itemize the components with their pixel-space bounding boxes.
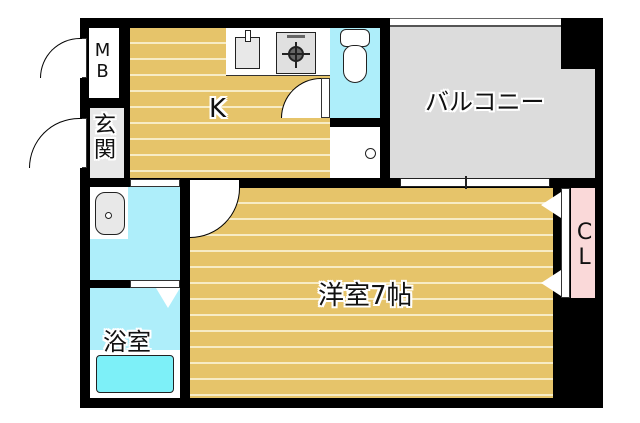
closet-door-triangle-bottom xyxy=(541,270,561,296)
bathroom-door-frame xyxy=(130,280,180,288)
washbasin-drain-icon xyxy=(105,212,112,219)
bathtub-icon xyxy=(96,355,174,393)
closet-door-triangle-top xyxy=(541,192,561,218)
stove-cross-v xyxy=(295,42,297,68)
sink-icon xyxy=(235,37,260,69)
balcony-window-divider xyxy=(465,176,467,189)
western-room-label: 洋室7帖 xyxy=(318,281,413,311)
entrance-door-swing xyxy=(29,118,82,168)
entrance-label: 玄関 xyxy=(94,113,117,164)
closet-door-track xyxy=(561,188,570,298)
closet-label: CL xyxy=(572,220,597,270)
bathroom-label: 浴室 xyxy=(103,328,151,356)
balcony xyxy=(390,27,595,178)
faucet-icon xyxy=(245,30,251,42)
mb-closet xyxy=(89,28,119,98)
washbasin-icon xyxy=(95,192,125,235)
mb-label: MB xyxy=(92,40,113,82)
western-room xyxy=(190,188,553,398)
closet xyxy=(571,188,595,298)
toilet-bowl-icon xyxy=(343,45,367,83)
kitchen-label: K xyxy=(209,94,227,124)
balcony-right-wall xyxy=(595,18,603,178)
entrance xyxy=(90,108,124,178)
balcony-window xyxy=(400,178,550,187)
drain-icon xyxy=(365,148,376,159)
bathroom-door-triangle xyxy=(156,288,180,308)
washroom-door-frame xyxy=(130,179,180,187)
stove-grill xyxy=(287,35,305,38)
balcony-label: バルコニー xyxy=(425,88,545,116)
toilet-door-jamb xyxy=(321,78,330,118)
mb-door-swing xyxy=(40,38,82,78)
balcony-railing xyxy=(390,18,561,27)
